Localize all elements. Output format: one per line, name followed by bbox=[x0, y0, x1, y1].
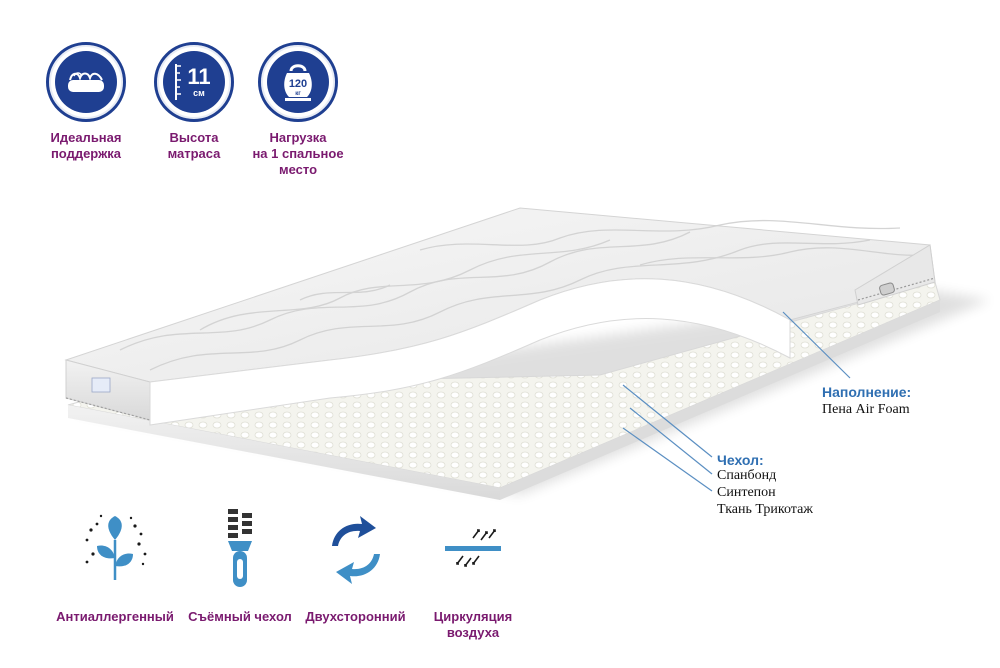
feature-antiallergenic: Антиаллергенный bbox=[50, 505, 180, 625]
filling-title: Наполнение: bbox=[822, 384, 912, 400]
weight-kettlebell-icon: 120 кг bbox=[284, 64, 312, 101]
air-circulation-icon bbox=[445, 529, 501, 567]
svg-text:кг: кг bbox=[295, 91, 301, 97]
zipper-icon bbox=[228, 509, 252, 587]
cover-item: Спанбонд bbox=[717, 468, 777, 483]
feature-height: 11 см Высота матраса bbox=[134, 42, 254, 162]
support-mattress-icon bbox=[68, 72, 104, 92]
feature-load: 120 кг Нагрузка на 1 спальное место bbox=[238, 42, 358, 178]
svg-text:120: 120 bbox=[289, 78, 307, 90]
cover-item: Синтепон bbox=[717, 485, 776, 500]
feature-label: Двухсторонний bbox=[305, 609, 406, 624]
feature-label: Циркуляция воздуха bbox=[433, 609, 513, 640]
cover-title: Чехол: bbox=[717, 452, 764, 468]
svg-text:см: см bbox=[193, 88, 205, 98]
feature-label: Нагрузка на 1 спальное место bbox=[252, 130, 344, 177]
feature-removable-cover: Съёмный чехол bbox=[185, 505, 295, 625]
feature-label: Идеальная поддержка bbox=[50, 130, 122, 161]
svg-text:11: 11 bbox=[187, 64, 210, 89]
feature-double-sided: Двухсторонний bbox=[298, 505, 413, 625]
cover-item: Ткань Трикотаж bbox=[717, 502, 813, 517]
feature-air-circulation: Циркуляция воздуха bbox=[418, 505, 528, 641]
feature-label: Антиаллергенный bbox=[56, 609, 174, 624]
filling-item: Пена Air Foam bbox=[822, 402, 910, 417]
height-ruler-icon: 11 см bbox=[175, 64, 211, 100]
support-badge bbox=[46, 42, 126, 122]
load-badge: 120 кг bbox=[258, 42, 338, 122]
feature-label: Высота матраса bbox=[167, 130, 221, 161]
double-sided-arrows-icon bbox=[331, 516, 380, 584]
height-badge: 11 см bbox=[154, 42, 234, 122]
feature-ideal-support: Идеальная поддержка bbox=[26, 42, 146, 162]
antiallergenic-plant-icon bbox=[85, 514, 147, 580]
feature-label: Съёмный чехол bbox=[188, 609, 292, 624]
